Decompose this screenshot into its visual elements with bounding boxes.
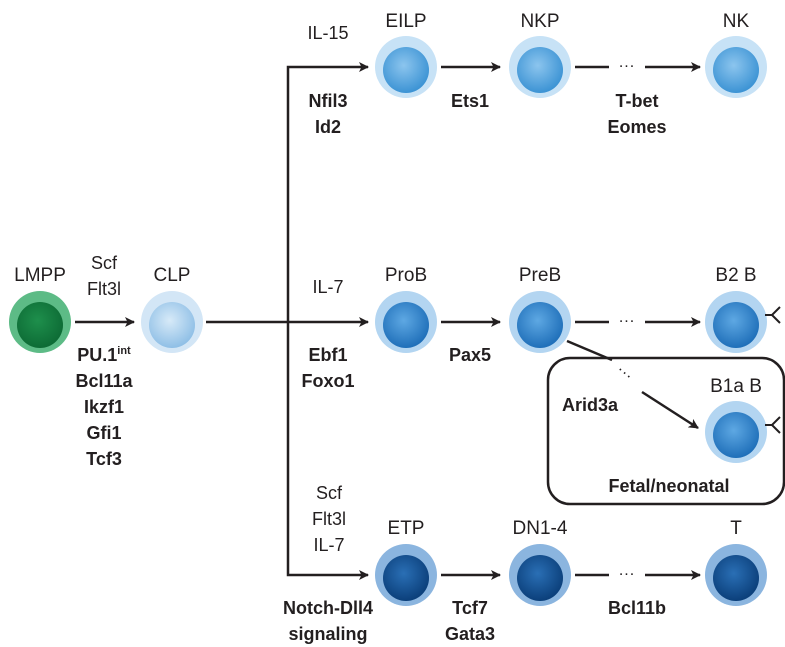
label-nk: NK (722, 11, 750, 32)
ellipsis-nk: ... (618, 54, 636, 71)
label-eilp: EILP (385, 11, 427, 32)
factors-dn-t: Bcl11b (608, 595, 666, 621)
cell-eilp (375, 36, 437, 98)
arrows (75, 62, 701, 580)
arrow-clp-etp (286, 322, 369, 580)
factors-clp-etp: Notch-Dll4 signaling (283, 595, 373, 647)
ellipsis-t: ... (618, 562, 636, 579)
factor: Gfi1 (86, 423, 122, 443)
factors-clp-prob: Ebf1 Foxo1 (301, 342, 354, 394)
factors-lmpp-clp: PU.1int Bcl11a Ikzf1 Gfi1 Tcf3 (75, 342, 132, 472)
factors-nkp-nk: T-bet Eomes (607, 88, 666, 140)
antibody-icon (765, 306, 781, 324)
cell-clp (141, 291, 203, 353)
signal: Scf (90, 253, 118, 273)
factor-pu1: PU.1int (77, 345, 131, 365)
signal: Flt3l (311, 509, 347, 529)
factor: Ebf1 (308, 345, 348, 365)
factor: Ets1 (450, 91, 490, 111)
factors-clp-eilp: Nfil3 Id2 (308, 88, 347, 140)
cell-t (705, 544, 767, 606)
signal-il7: IL-7 (312, 277, 344, 297)
label-prob: ProB (384, 265, 428, 286)
label-nkp: NKP (520, 11, 560, 32)
fetal-neonatal-box (546, 356, 785, 506)
label-b2b: B2 B (715, 265, 757, 286)
factor: Arid3a (561, 395, 619, 415)
cell-nk (705, 36, 767, 98)
factor: Eomes (607, 117, 667, 137)
factor: Bcl11b (607, 598, 667, 618)
factor: Tcf3 (86, 449, 122, 469)
signal: IL-7 (313, 535, 345, 555)
arrow-clp-eilp (286, 62, 369, 322)
ellipsis-b2: ... (618, 309, 636, 326)
factor: Notch-Dll4 (283, 598, 373, 618)
label-b1ab: B1a B (710, 376, 762, 397)
factors-eilp-nkp: Ets1 (451, 88, 489, 114)
cell-nkp (509, 36, 571, 98)
signal: Scf (315, 483, 343, 503)
label-clp: CLP (153, 265, 191, 286)
signals-lmpp-clp: Scf Flt3l (87, 250, 121, 302)
factors-etp-dn: Tcf7 Gata3 (445, 595, 495, 647)
factor: Ikzf1 (83, 397, 125, 417)
factor: Pax5 (448, 345, 492, 365)
cell-b2b (705, 291, 781, 353)
signals-t-branch: Scf Flt3l IL-7 (312, 480, 346, 558)
cell-preb (509, 291, 571, 353)
factor: Foxo1 (301, 371, 355, 391)
label-lmpp: LMPP (14, 265, 66, 286)
factors-prob-preb: Pax5 (449, 342, 491, 368)
label-dn14: DN1-4 (512, 518, 568, 539)
fetal-neonatal-label: Fetal/neonatal (608, 476, 730, 496)
signal: Flt3l (86, 279, 122, 299)
factor: T-bet (615, 91, 659, 111)
antibody-icon (765, 416, 781, 434)
cell-b1ab (705, 401, 781, 463)
label-etp: ETP (387, 518, 425, 539)
cell-lmpp (9, 291, 71, 353)
factor: Nfil3 (308, 91, 348, 111)
signal-il15: IL-15 (307, 23, 349, 43)
cell-etp (375, 544, 437, 606)
factor: Tcf7 (452, 598, 488, 618)
factor: Id2 (314, 117, 342, 137)
label-preb: PreB (518, 265, 562, 286)
arrow-preb-b1a-b (641, 390, 699, 430)
factor: Bcl11a (75, 371, 133, 391)
factor: signaling (288, 624, 368, 644)
label-t: T (730, 518, 742, 539)
cell-dn14 (509, 544, 571, 606)
factors-preb-b1a: Arid3a (562, 392, 618, 418)
cell-prob (375, 291, 437, 353)
factor: Gata3 (444, 624, 496, 644)
